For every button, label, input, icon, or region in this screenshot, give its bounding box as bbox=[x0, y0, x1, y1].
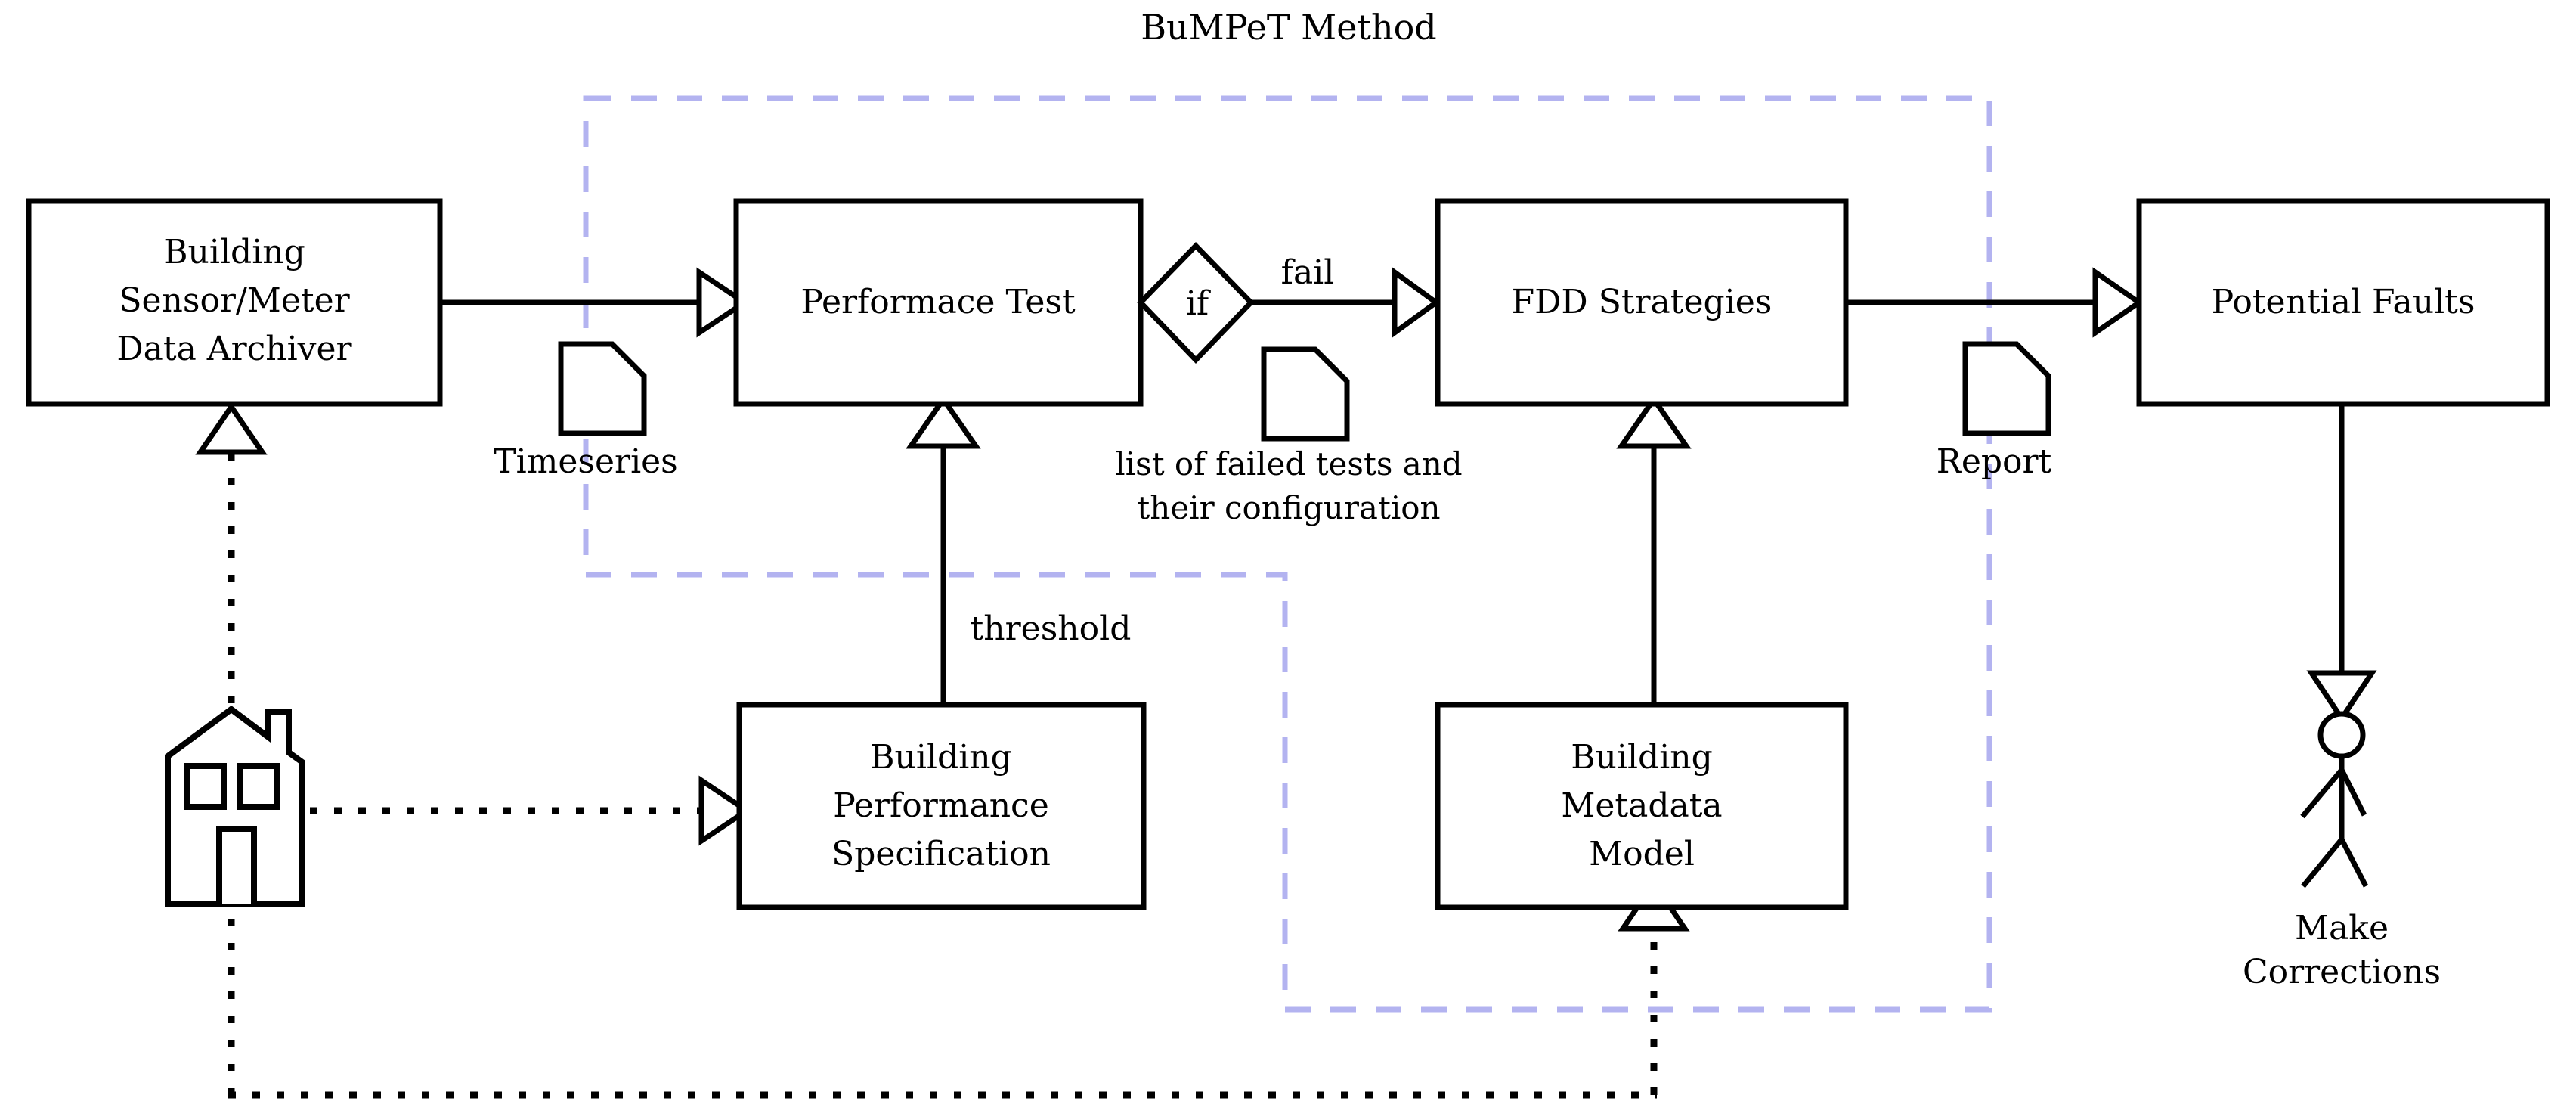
actor-label-line-2: Corrections bbox=[2243, 953, 2441, 991]
edge-label-fail: fail bbox=[1281, 253, 1335, 292]
node-label-line-3: Data Archiver bbox=[116, 330, 352, 368]
artifact-report[interactable]: Report bbox=[1937, 341, 2052, 481]
node-label: FDD Strategies bbox=[1512, 283, 1773, 321]
artifact-timeseries[interactable]: Timeseries bbox=[494, 341, 678, 481]
actor-head-icon bbox=[2317, 711, 2366, 759]
actor-leg-left-icon bbox=[2301, 837, 2344, 888]
diagram-title: BuMPeT Method bbox=[1141, 7, 1437, 48]
node-label-line-2: Metadata bbox=[1561, 786, 1722, 825]
node-rect[interactable] bbox=[1435, 198, 1849, 407]
arrowhead-open-up bbox=[195, 402, 268, 455]
node-rect[interactable] bbox=[2136, 198, 2550, 407]
node-potential-faults[interactable]: Potential Faults bbox=[2136, 198, 2550, 407]
node-building-performance-specification[interactable]: Building Performance Specification bbox=[736, 702, 1147, 910]
arrowhead-open-right bbox=[1392, 267, 1441, 338]
document-icon[interactable] bbox=[558, 341, 647, 436]
artifact-label-line-1: list of failed tests and bbox=[1115, 445, 1462, 482]
node-label-line-1: Building bbox=[870, 738, 1012, 777]
edge-bmm-to-fdd bbox=[1616, 394, 1692, 705]
artifact-label-line-2: their configuration bbox=[1137, 489, 1440, 526]
edge-house-to-bps bbox=[310, 775, 752, 846]
actor-leg-right-icon bbox=[2339, 838, 2369, 888]
arrowhead-open-up bbox=[906, 394, 981, 449]
node-building-metadata-model[interactable]: Building Metadata Model bbox=[1435, 702, 1849, 910]
node-label: Potential Faults bbox=[2212, 283, 2475, 321]
document-icon[interactable] bbox=[1962, 341, 2051, 436]
decision-label: if bbox=[1186, 284, 1211, 323]
bumpet-boundary-region bbox=[583, 95, 1992, 1013]
arrowhead-open-right bbox=[696, 267, 750, 338]
node-building-sensor-meter-data-archiver[interactable]: Building Sensor/Meter Data Archiver bbox=[26, 198, 443, 407]
arrowhead-open-down bbox=[2306, 670, 2377, 724]
node-label-line-3: Model bbox=[1589, 835, 1695, 873]
artifact-label: Report bbox=[1937, 442, 2052, 481]
decision-diamond[interactable] bbox=[1137, 241, 1255, 364]
node-label-line-1: Building bbox=[1571, 738, 1713, 777]
node-label-line-2: Sensor/Meter bbox=[119, 281, 350, 320]
edge-house-to-bmm bbox=[228, 878, 1690, 1099]
edge-bps-to-performance-test bbox=[906, 394, 981, 705]
node-performance-test[interactable]: Performace Test bbox=[733, 198, 1144, 407]
node-label: Performace Test bbox=[800, 283, 1076, 321]
node-fdd-strategies[interactable]: FDD Strategies bbox=[1435, 198, 1849, 407]
actor-arm-right-icon bbox=[2339, 768, 2367, 817]
edge-house-to-archiver bbox=[195, 402, 268, 703]
house-door-icon bbox=[216, 826, 257, 904]
house-window-left-icon bbox=[184, 763, 227, 810]
house-window-right-icon bbox=[237, 763, 280, 810]
node-rect[interactable] bbox=[26, 198, 443, 407]
node-rect[interactable] bbox=[736, 702, 1147, 910]
house-body-icon bbox=[165, 706, 305, 907]
node-label-line-2: Performance bbox=[833, 786, 1048, 825]
edge-archiver-to-performance-test bbox=[438, 267, 750, 338]
actor-arm-left-icon bbox=[2300, 768, 2344, 819]
actor-make-corrections[interactable]: Make Corrections bbox=[2243, 711, 2441, 991]
arrowhead-open-up bbox=[1616, 394, 1692, 449]
actor-label-line-1: Make bbox=[2295, 909, 2389, 947]
edge-label-threshold: threshold bbox=[971, 609, 1132, 648]
artifact-failed-tests[interactable]: list of failed tests and their configura… bbox=[1115, 346, 1463, 526]
arrowhead-open-right bbox=[2092, 267, 2144, 338]
edge-potential-faults-to-actor bbox=[2306, 402, 2377, 724]
edge-fdd-to-potential-faults bbox=[1847, 267, 2144, 338]
artifact-label: Timeseries bbox=[494, 442, 678, 481]
node-label-line-1: Building bbox=[163, 233, 305, 271]
document-icon[interactable] bbox=[1261, 346, 1350, 442]
bumpet-boundary-path bbox=[583, 95, 1992, 1013]
node-label-line-3: Specification bbox=[831, 835, 1051, 873]
arrowhead-open-right bbox=[698, 775, 752, 846]
building-house-icon[interactable] bbox=[165, 706, 305, 907]
decision-if[interactable]: if bbox=[1137, 241, 1255, 364]
node-rect[interactable] bbox=[1435, 702, 1849, 910]
